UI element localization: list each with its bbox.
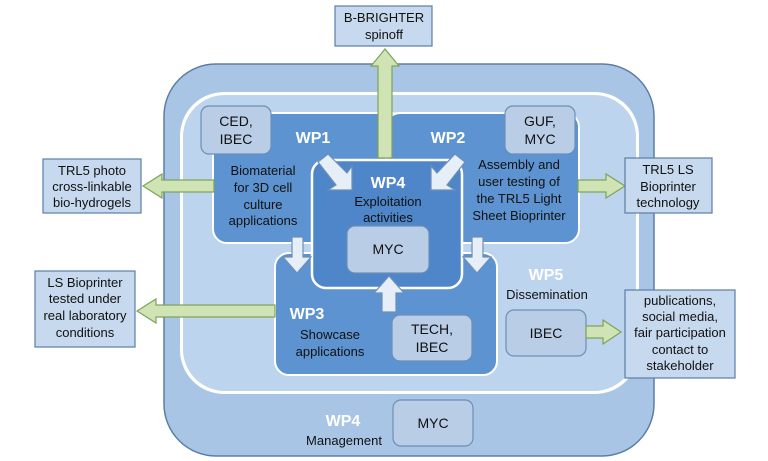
- wp3-desc-line-1: Showcase: [300, 327, 360, 342]
- spinoff-line-1: B-BRIGHTER: [344, 10, 424, 25]
- wp1-desc-line-1: Biomaterial: [230, 163, 295, 178]
- wp5-partner: IBEC: [530, 325, 563, 341]
- arrow-right-to-publications: [585, 318, 623, 346]
- arrow-wp1-to-wp3: [281, 236, 313, 274]
- wp5-desc: Dissemination: [506, 287, 588, 302]
- wp2-partner-box: [504, 105, 576, 155]
- bioprinter-tech-line-2: Bioprinter: [640, 179, 696, 194]
- wp2-title: WP2: [431, 130, 466, 147]
- wp3-partner-line-2: IBEC: [416, 339, 449, 355]
- wp1-partner-box: [200, 105, 272, 155]
- ls-bioprinter-line-1: LS Bioprinter: [47, 275, 123, 290]
- spinoff-line-2: spinoff: [365, 27, 403, 42]
- wp4-exploitation-partner-box: [346, 225, 430, 274]
- arrow-right-to-bioprinter-tech: [577, 172, 627, 200]
- wp4-management-partner-box: [392, 399, 474, 447]
- arrow-wp2-to-wp4: [430, 153, 466, 191]
- wp3-title: WP3: [290, 306, 325, 323]
- wp1-desc-line-4: applications: [229, 213, 298, 228]
- wp4-exploitation-partner: MYC: [372, 241, 403, 257]
- output-box-publications: [624, 289, 736, 379]
- hydrogels-line-2: cross-linkable: [52, 179, 131, 194]
- wp3-partner-line-1: TECH,: [411, 321, 453, 337]
- wp4-exploitation-desc-line-1: Exploitation: [354, 194, 421, 209]
- wp2-desc-line-1: Assembly and: [478, 157, 560, 172]
- publications-line-1: publications,: [644, 293, 716, 308]
- wp1-desc-line-3: culture: [243, 197, 282, 212]
- bioprinter-tech-line-3: technology: [637, 195, 700, 210]
- ls-bioprinter-line-3: real laboratory: [43, 308, 127, 323]
- arrow-left-to-hydrogels: [141, 172, 215, 200]
- wp4-exploitation-title: WP4: [371, 175, 406, 192]
- wp3-desc-line-2: applications: [296, 344, 365, 359]
- wp4-management-title: WP4: [326, 413, 361, 430]
- hydrogels-line-3: bio-hydrogels: [53, 195, 132, 210]
- arrow-wp2-to-wp3: [461, 236, 493, 274]
- wp2-partner-line-1: GUF,: [524, 113, 556, 129]
- wp2-partner-line-2: MYC: [524, 131, 555, 147]
- wp1-desc-line-2: for 3D cell: [234, 180, 293, 195]
- publications-line-4: contact to: [652, 342, 708, 357]
- wp2-desc-line-3: the TRL5 Light: [476, 191, 561, 206]
- wp4-management-desc: Management: [306, 433, 382, 448]
- wp1-partner-line-1: CED,: [219, 113, 252, 129]
- ls-bioprinter-line-4: conditions: [56, 325, 115, 340]
- output-box-spinoff: [334, 5, 433, 47]
- arrow-up-to-spinoff: [369, 48, 401, 159]
- wp5-title: WP5: [529, 267, 564, 284]
- publications-line-5: stakeholder: [646, 358, 714, 373]
- bioprinter-tech-line-1: TRL5 LS: [642, 162, 694, 177]
- output-box-hydrogels: [42, 158, 142, 214]
- wp2-desc-line-2: user testing of: [478, 174, 560, 189]
- wp4-management-partner: MYC: [417, 415, 448, 431]
- arrow-wp1-to-wp4: [317, 153, 353, 191]
- wp4-exploitation-desc-line-2: activities: [363, 210, 413, 225]
- wp2-desc-line-4: Sheet Bioprinter: [472, 208, 566, 223]
- publications-line-3: fair participation: [634, 325, 726, 340]
- output-box-ls-bioprinter: [34, 270, 136, 348]
- ls-bioprinter-line-2: tested under: [49, 291, 122, 306]
- hydrogels-line-1: TRL5 photo: [58, 163, 126, 178]
- output-box-bioprinter-tech: [624, 157, 713, 214]
- arrow-wp3-to-wp4: [372, 275, 406, 313]
- wp1-title: WP1: [296, 130, 331, 147]
- publications-line-2: social media,: [642, 309, 718, 324]
- wp1-partner-line-2: IBEC: [220, 131, 253, 147]
- wp3-partner-box: [391, 314, 473, 362]
- arrow-left-to-ls-bioprinter: [135, 297, 276, 325]
